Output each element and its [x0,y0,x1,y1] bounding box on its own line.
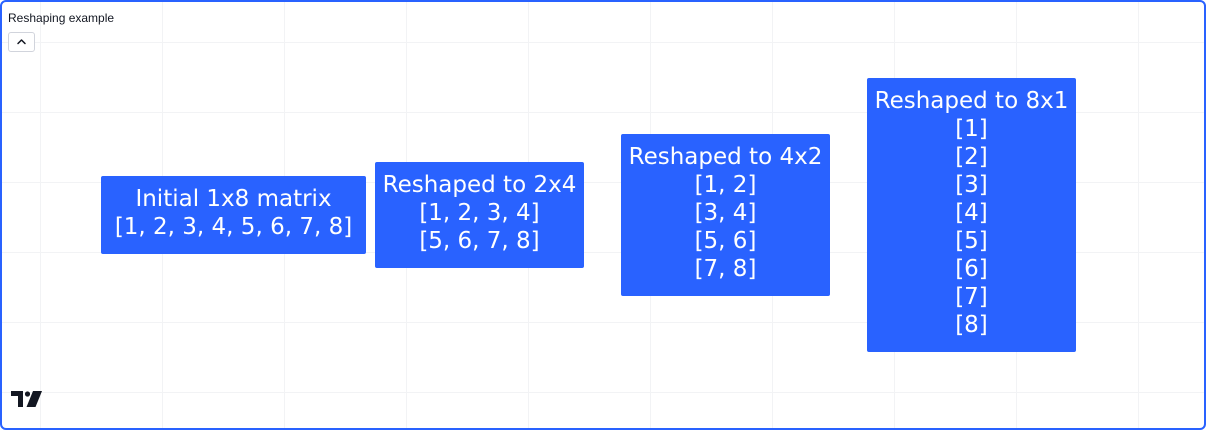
grid-line [2,42,1204,43]
matrix-row: [1, 2, 3, 4] [419,200,540,226]
matrix-label-reshaped-8x1[interactable]: Reshaped to 8x1 [1] [2] [3] [4] [5] [6] … [867,78,1076,352]
label-heading: Reshaped to 2x4 [382,172,577,198]
matrix-row: [3] [955,172,988,198]
collapse-button[interactable] [8,32,35,52]
matrix-row: [7] [955,284,988,310]
grid-line [40,2,41,428]
label-heading: Initial 1x8 matrix [135,186,332,212]
indicator-title[interactable]: Reshaping example [8,11,115,25]
matrix-label-reshaped-2x4[interactable]: Reshaped to 2x4 [1, 2, 3, 4] [5, 6, 7, 8… [375,162,584,268]
grid-line [2,322,1204,323]
matrix-row: [7, 8] [694,256,757,282]
label-heading: Reshaped to 4x2 [628,144,823,170]
tradingview-logo-icon[interactable] [11,391,43,407]
matrix-row: [5, 6] [694,228,757,254]
grid-line [2,112,1204,113]
matrix-row: [2] [955,144,988,170]
chevron-up-icon [17,39,26,45]
matrix-row: [1, 2, 3, 4, 5, 6, 7, 8] [114,214,353,240]
matrix-row: [1, 2] [694,172,757,198]
matrix-row: [1] [955,116,988,142]
matrix-label-reshaped-4x2[interactable]: Reshaped to 4x2 [1, 2] [3, 4] [5, 6] [7,… [621,134,830,296]
grid-line [1138,2,1139,428]
grid-line [2,182,1204,183]
matrix-row: [5, 6, 7, 8] [419,228,540,254]
matrix-row: [3, 4] [694,200,757,226]
grid-line [2,392,1204,393]
label-heading: Reshaped to 8x1 [874,88,1069,114]
matrix-row: [5] [955,228,988,254]
matrix-row: [6] [955,256,988,282]
matrix-row: [4] [955,200,988,226]
grid-line [2,252,1204,253]
matrix-label-initial-1x8[interactable]: Initial 1x8 matrix [1, 2, 3, 4, 5, 6, 7,… [101,176,366,254]
matrix-row: [8] [955,312,988,338]
